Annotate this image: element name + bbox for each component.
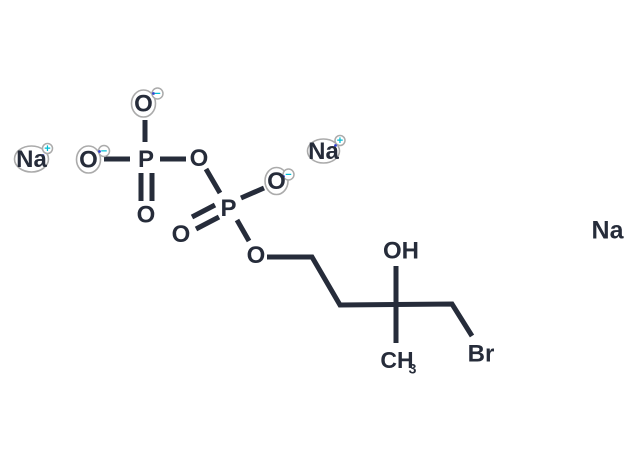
double-bond-line (190, 202, 217, 220)
label-group: Na + O − O − P O O P O − O O Na + OH CH … (16, 88, 624, 377)
double-bond-p1-o (138, 173, 155, 201)
bromine-label: Br (468, 341, 495, 368)
highlight-o-minus (264, 166, 289, 196)
double-bond-p2-o (190, 202, 221, 232)
ester-oxygen-label: O (247, 242, 266, 269)
bond-p2-ominus (240, 185, 265, 201)
highlight-na2 (306, 138, 341, 164)
plus-charge-label: + (44, 143, 50, 155)
sodium-ion-label: Na (16, 146, 47, 173)
sodium-ion-label: Na (308, 138, 339, 165)
charge-circle-na2 (334, 134, 346, 147)
methyl-label: CH (380, 347, 413, 373)
charge-circle-na1 (41, 142, 54, 155)
double-bond-oxygen-label: O (137, 202, 156, 229)
bond-p2-oester (234, 218, 252, 243)
charge-artifact-dot (334, 144, 337, 147)
charge-artifact-dot (98, 150, 101, 153)
bridging-oxygen-label: O (190, 145, 209, 172)
hydroxyl-label: OH (383, 238, 419, 265)
oxygen-anion-label: O (267, 168, 286, 195)
highlight-group (13, 87, 346, 196)
bond-group (104, 120, 475, 343)
charge-artifact-dot (41, 154, 45, 157)
double-bond-line (194, 214, 221, 232)
charge-artifact-dot (282, 175, 285, 178)
phosphorus-label: P (220, 195, 236, 222)
charge-circle-o-minus (282, 168, 295, 181)
minus-charge-label: − (101, 146, 107, 158)
minus-charge-label: − (285, 169, 291, 181)
methyl-subscript: 3 (409, 361, 417, 377)
highlight-o-top (130, 89, 157, 118)
bond-carbon-chain (267, 254, 475, 338)
highlight-o-left (75, 145, 102, 174)
bond-obridge-p2 (203, 167, 223, 195)
minus-charge-label: − (154, 88, 160, 100)
phosphorus-label: P (138, 146, 154, 173)
highlight-na1 (13, 145, 50, 173)
plus-charge-label: + (337, 135, 343, 147)
oxygen-anion-label: O (79, 147, 98, 174)
oxygen-anion-label: O (134, 91, 153, 118)
double-bond-oxygen-label: O (172, 221, 191, 248)
charge-artifact-dot (152, 92, 155, 95)
sodium-label: Na (592, 217, 625, 245)
charge-circle-o-top (151, 87, 164, 100)
